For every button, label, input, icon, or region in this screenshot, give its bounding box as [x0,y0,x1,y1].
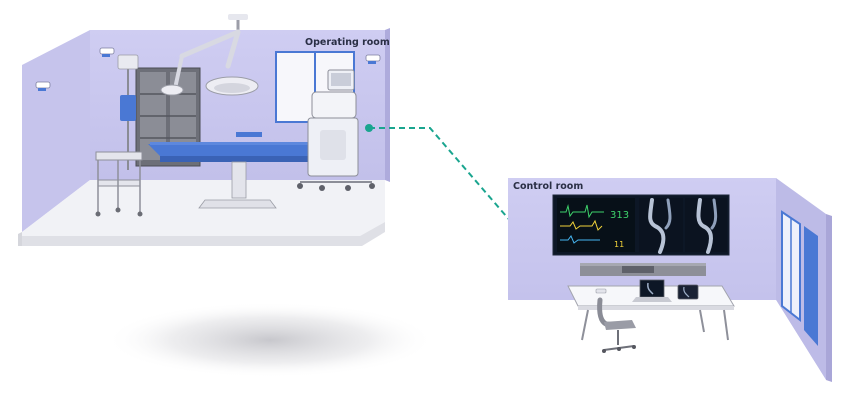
camera-icon [365,54,381,64]
office-chair [597,297,636,353]
vital-value-secondary: 11 [614,240,624,249]
camera-icon [35,81,51,91]
cr-window [781,210,818,346]
iv-stand [117,54,139,170]
equipment-cart [297,69,375,191]
operating-table [148,132,332,209]
tablet-icon [677,284,699,300]
xray-image [639,198,683,254]
desk-device [595,288,607,294]
surgical-light [160,14,259,96]
operating-room: Operating room [18,14,390,246]
cr-floor [508,300,826,380]
vital-value-main: 313 [610,210,629,221]
media-console [580,263,706,276]
or-left-wall [22,30,90,232]
operating-room-label: Operating room [305,37,390,48]
control-room: 313 11 [508,178,832,382]
camera-icon [99,47,115,57]
xray-image [685,198,727,254]
laptop-icon [632,279,672,302]
floor-shadow [105,302,435,378]
control-room-label: Control room [513,181,583,192]
instrument-trolley [95,151,143,217]
monitor-wall: 313 11 [552,194,730,256]
connection-node-or [365,124,373,132]
